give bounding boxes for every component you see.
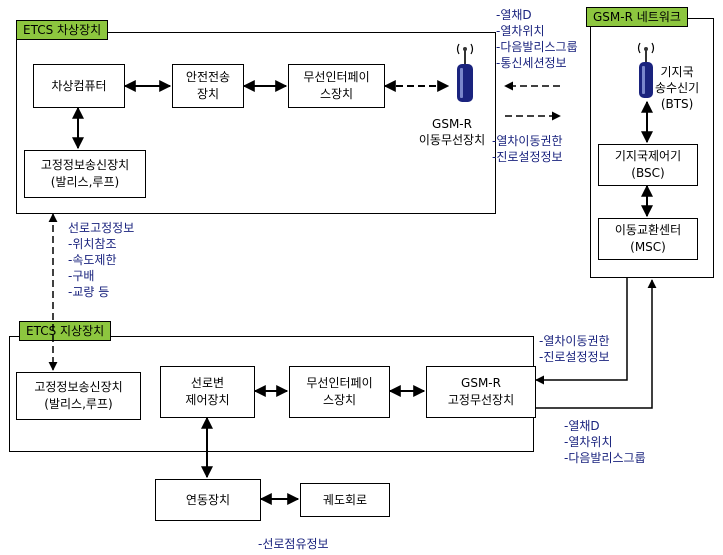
- fixed-info-labels: 선로고정정보 -위치참조 -속도제한 -구배 -교량 등: [68, 220, 134, 300]
- down-info-2: -진로설정정보: [492, 150, 563, 164]
- bts-label: 기지국 송수신기 (BTS): [655, 65, 700, 111]
- onboard-computer-box: 차상컴퓨터: [33, 64, 125, 108]
- fixed-info-5: -교량 등: [68, 285, 110, 299]
- trackside-radio-interface-box: 무선인터페이 스장치: [289, 366, 390, 418]
- trackside-out-1: -열채D: [564, 419, 600, 433]
- trackside-out-2: -열차위치: [564, 435, 613, 449]
- fixed-info-3: -속도제한: [68, 253, 117, 267]
- down-info-labels: -열차이동권한 -진로설정정보: [492, 133, 563, 165]
- trackside-balise-box: 고정정보송신장치 (발리스,루프): [16, 372, 141, 420]
- up-info-3: -다음발리스그룹: [496, 40, 578, 54]
- track-circuit-box: 궤도회로: [300, 483, 390, 517]
- msc-box: 이동교환센터 (MSC): [598, 218, 698, 260]
- occupancy-label: -선로점유정보: [258, 537, 329, 551]
- trackside-in-1: -열차이동권한: [539, 334, 610, 348]
- trackside-in-2: -진로설정정보: [539, 350, 610, 364]
- fixed-info-2: -위치참조: [68, 237, 117, 251]
- network-title: GSM-R 네트워크: [586, 7, 688, 27]
- up-info-4: -통신세션정보: [496, 56, 567, 70]
- up-info-2: -열차위치: [496, 24, 545, 38]
- trackside-out-3: -다음발리스그룹: [564, 451, 646, 465]
- onboard-antenna-icon: [456, 43, 474, 102]
- trackside-in-labels: -열차이동권한 -진로설정정보: [539, 333, 610, 365]
- interlocking-box: 연동장치: [155, 479, 261, 521]
- down-info-1: -열차이동권한: [492, 134, 563, 148]
- bts-antenna-icon: [637, 42, 655, 98]
- fixed-info-1: 선로고정정보: [68, 221, 135, 235]
- switch-control-box: 선로변 제어장치: [160, 366, 255, 418]
- fixed-to-msc-arrow: [536, 279, 657, 409]
- msc-to-fixed-arrow: [535, 278, 628, 385]
- trackside-title: ETCS 지상장치: [19, 321, 112, 341]
- onboard-title: ETCS 차상장치: [16, 20, 109, 40]
- onboard-radio-interface-box: 무선인터페이 스장치: [288, 64, 385, 108]
- up-info-labels: -열채D -열차위치 -다음발리스그룹 -통신세션정보: [496, 7, 578, 71]
- safety-transmission-box: 안전전송 장치: [172, 64, 244, 108]
- fixed-info-4: -구배: [68, 269, 95, 283]
- bsc-box: 기지국제어기 (BSC): [598, 144, 698, 186]
- gsmr-mobile-label: GSM-R 이동무선장치: [418, 117, 486, 147]
- trackside-out-labels: -열채D -열차위치 -다음발리스그룹: [564, 418, 646, 466]
- up-info-1: -열채D: [496, 8, 532, 22]
- onboard-balise-box: 고정정보송신장치 (발리스,루프): [24, 150, 146, 198]
- gsmr-fixed-box: GSM-R 고정무선장치: [426, 366, 536, 418]
